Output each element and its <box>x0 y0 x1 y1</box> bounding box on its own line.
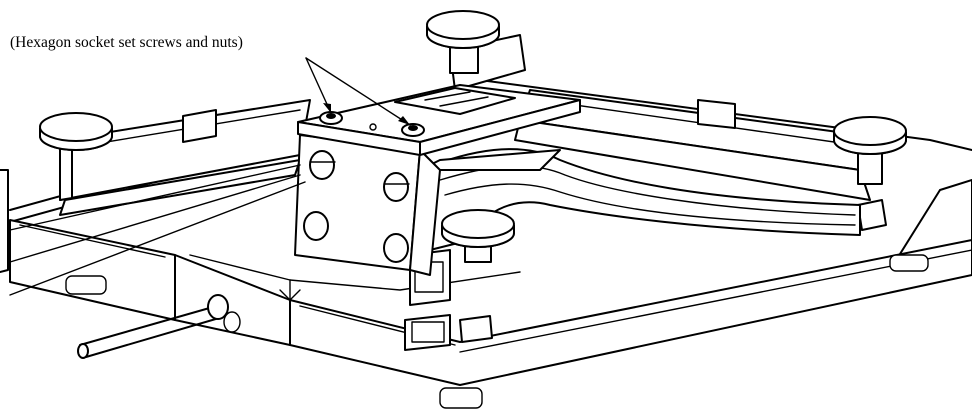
rubber-pad-left <box>39 112 113 151</box>
leveling-feet <box>65 254 929 409</box>
left-support-arm <box>59 99 311 216</box>
top-mounting-plate <box>297 84 581 156</box>
hex-screw-right <box>401 123 425 137</box>
rubber-pad-right <box>833 116 907 231</box>
load-cell-block <box>294 134 441 276</box>
rubber-pad-top <box>426 10 500 74</box>
callout-leader-lines <box>305 57 411 126</box>
callout-hex-screws-label: (Hexagon socket set screws and nuts) <box>10 34 243 51</box>
guide-lines <box>9 164 306 296</box>
power-cable <box>77 294 241 359</box>
left-edge-detail <box>0 169 9 273</box>
base-frame <box>9 79 972 386</box>
hex-screw-left <box>319 111 343 125</box>
small-screw <box>369 123 377 131</box>
